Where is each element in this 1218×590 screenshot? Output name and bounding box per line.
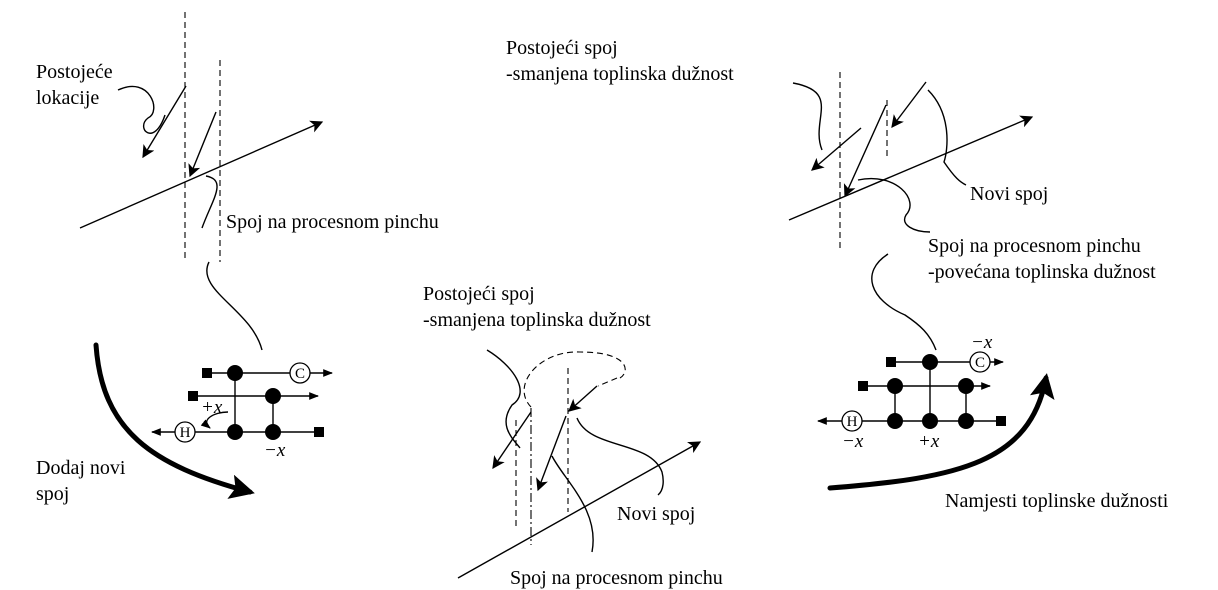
minus-x-top-label: −x <box>971 332 993 353</box>
label-existing-match-mid-1: Postojeći spoj <box>423 283 535 305</box>
dashed-loop <box>523 351 626 408</box>
stream-start-square <box>996 416 1006 426</box>
leader-line <box>857 177 931 233</box>
match-node <box>922 354 938 370</box>
temperature-axis-arrow <box>79 120 324 229</box>
grid-right: C H −x −x +x <box>817 332 1006 452</box>
label-new-match-mid: Novi spoj <box>617 503 695 525</box>
match-node <box>958 413 974 429</box>
leader-line <box>871 253 937 351</box>
minus-x-bottom-label: −x <box>842 431 864 452</box>
panel-middle: Postojeći spoj -smanjena toplinska dužno… <box>423 283 723 589</box>
minus-x-label: −x <box>264 440 286 461</box>
stream-start-square <box>188 391 198 401</box>
existing-match-arrow <box>811 127 862 171</box>
label-new-match-right: Novi spoj <box>970 183 1048 205</box>
loop-arrow <box>200 411 229 429</box>
pinch-match-arrow <box>536 415 567 492</box>
match-node <box>265 388 281 404</box>
temperature-axis-arrow <box>788 115 1034 221</box>
dashed-arrow-line <box>597 377 618 387</box>
match-node <box>265 424 281 440</box>
stream-start-square <box>886 357 896 367</box>
heater-label: H <box>180 425 191 441</box>
heater-circle <box>174 421 196 443</box>
label-existing-match-right-1: Postojeći spoj <box>506 37 618 59</box>
panel-top-left: Postojeće lokacije Spoj na procesnom pin… <box>36 12 439 351</box>
label-pinch-match-right-2: -povećana toplinska dužnost <box>928 261 1156 283</box>
panel-top-right: Postojeći spoj -smanjena toplinska dužno… <box>506 37 1156 351</box>
label-existing-match-mid-2: -smanjena toplinska dužnost <box>423 309 651 331</box>
leader-line <box>576 417 664 496</box>
cooler-circle <box>289 362 311 384</box>
curved-arrow-add-match <box>93 342 255 499</box>
label-add-new-2: spoj <box>36 483 69 505</box>
leader-line <box>201 175 218 229</box>
match-node <box>922 413 938 429</box>
leader-line <box>486 349 521 449</box>
temperature-axis-arrow <box>457 441 702 579</box>
stream-start-square <box>858 381 868 391</box>
stream-start-square <box>314 427 324 437</box>
pinch-match-arrow <box>843 104 887 198</box>
label-existing-match-right-2: -smanjena toplinska dužnost <box>506 63 734 85</box>
leader-line <box>117 85 166 134</box>
label-adjust-heat-duties: Namjesti toplinske dužnosti <box>945 490 1169 512</box>
match-node <box>227 424 243 440</box>
label-existing-locations-1: Postojeće <box>36 61 113 83</box>
existing-match-arrow <box>492 411 532 470</box>
label-add-new-1: Dodaj novi <box>36 457 126 479</box>
cooler-label: C <box>975 355 985 371</box>
existing-match-arrow-2 <box>188 111 217 178</box>
new-match-arrow <box>568 385 598 412</box>
cooler-circle <box>969 351 991 373</box>
match-node <box>887 378 903 394</box>
match-node <box>958 378 974 394</box>
existing-match-arrow <box>142 85 187 159</box>
label-pinch-match: Spoj na procesnom pinchu <box>226 211 439 233</box>
match-node <box>887 413 903 429</box>
leader-line <box>927 89 967 186</box>
stream-start-square <box>202 368 212 378</box>
plus-x-label: +x <box>201 397 223 418</box>
leader-line <box>551 455 594 553</box>
heater-circle <box>841 410 863 432</box>
leader-line <box>792 82 823 151</box>
cooler-label: C <box>295 366 305 382</box>
grid-left: C H +x −x <box>151 362 333 461</box>
leader-line <box>206 261 263 351</box>
heater-label: H <box>847 414 858 430</box>
label-existing-locations-2: lokacije <box>36 87 99 109</box>
curved-arrow-adjust-duties <box>827 373 1055 491</box>
label-pinch-match-mid: Spoj na procesnom pinchu <box>510 567 723 589</box>
plus-x-label: +x <box>918 431 940 452</box>
label-pinch-match-right-1: Spoj na procesnom pinchu <box>928 235 1141 257</box>
match-node <box>227 365 243 381</box>
new-match-arrow <box>891 81 927 129</box>
